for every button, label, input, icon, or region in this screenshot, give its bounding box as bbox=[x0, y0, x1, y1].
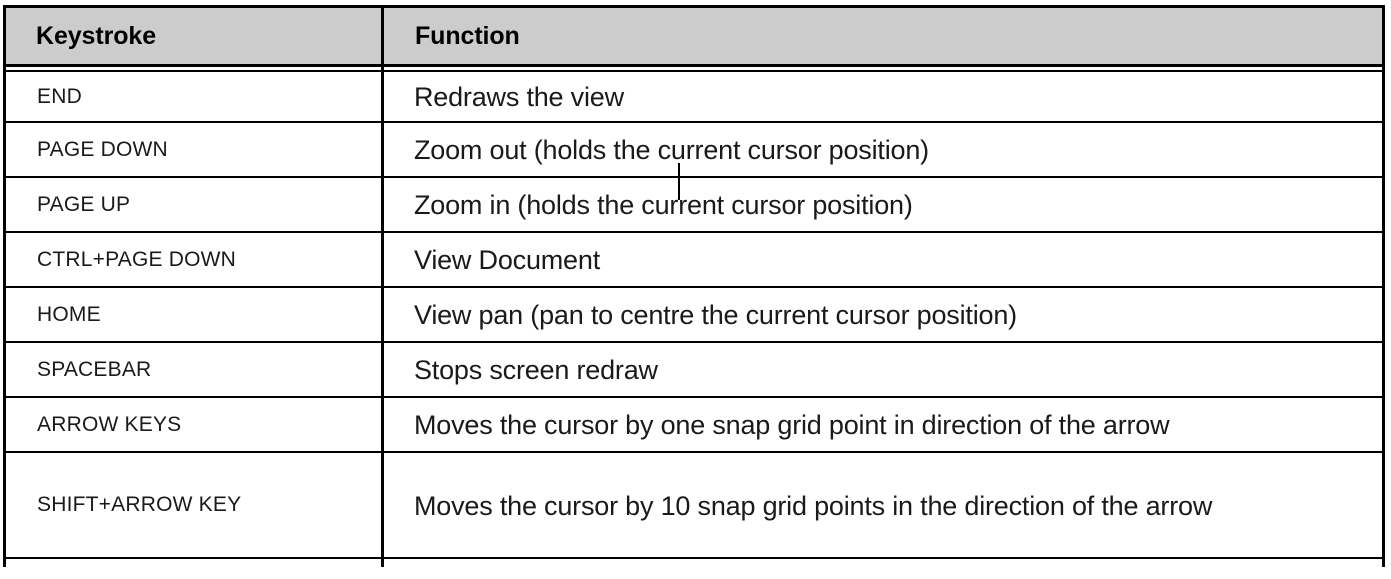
function-text-before-caret: Zoom in (holds the cur bbox=[414, 189, 679, 220]
column-header-function: Function bbox=[381, 5, 1385, 67]
cell-keystroke: END bbox=[3, 71, 384, 123]
cell-function: Stops screen redraw bbox=[381, 342, 1385, 398]
cell-function: Redraws the view bbox=[381, 71, 1385, 123]
cell-function: Moves the cursor by one snap grid point … bbox=[381, 397, 1385, 453]
table-body: END Redraws the view PAGE DOWN Zoom out … bbox=[3, 71, 1385, 567]
cell-function: View Document bbox=[381, 232, 1385, 288]
function-text-after-caret: rent cursor position) bbox=[678, 189, 913, 220]
table-row: SHIFT+ARROW KEY Moves the cursor by 10 s… bbox=[3, 452, 1385, 559]
cell-function: View pan (pan to centre the current curs… bbox=[381, 287, 1385, 343]
column-header-keystroke: Keystroke bbox=[3, 5, 384, 67]
table-row: HOME View pan (pan to centre the current… bbox=[3, 287, 1385, 343]
cell-keystroke-partial bbox=[3, 558, 384, 567]
cell-function-partial bbox=[381, 558, 1385, 567]
keystroke-function-table: Keystroke Function END Redraws the view … bbox=[3, 5, 1385, 567]
header-rule-left bbox=[3, 65, 384, 72]
cell-keystroke: SPACEBAR bbox=[3, 342, 384, 398]
cell-keystroke: HOME bbox=[3, 287, 384, 343]
table-row: PAGE DOWN Zoom out (holds the current cu… bbox=[3, 122, 1385, 178]
header-row: Keystroke Function bbox=[3, 5, 1385, 67]
table-row: SPACEBAR Stops screen redraw bbox=[3, 342, 1385, 398]
cell-function: Moves the cursor by 10 snap grid points … bbox=[381, 452, 1385, 559]
cell-keystroke: SHIFT+ARROW KEY bbox=[3, 452, 384, 559]
table-row: END Redraws the view bbox=[3, 71, 1385, 123]
cell-keystroke: CTRL+PAGE DOWN bbox=[3, 232, 384, 288]
table-row: CTRL+PAGE DOWN View Document bbox=[3, 232, 1385, 288]
cell-keystroke: ARROW KEYS bbox=[3, 397, 384, 453]
header-rule-right bbox=[381, 65, 1385, 72]
cell-keystroke: PAGE UP bbox=[3, 177, 384, 233]
cell-function: Zoom out (holds the current cursor posit… bbox=[381, 122, 1385, 178]
table-header: Keystroke Function bbox=[3, 5, 1385, 72]
table-row-partial bbox=[3, 558, 1385, 567]
header-rule-spacer bbox=[3, 65, 1385, 72]
cell-keystroke: PAGE DOWN bbox=[3, 122, 384, 178]
table-row: ARROW KEYS Moves the cursor by one snap … bbox=[3, 397, 1385, 453]
